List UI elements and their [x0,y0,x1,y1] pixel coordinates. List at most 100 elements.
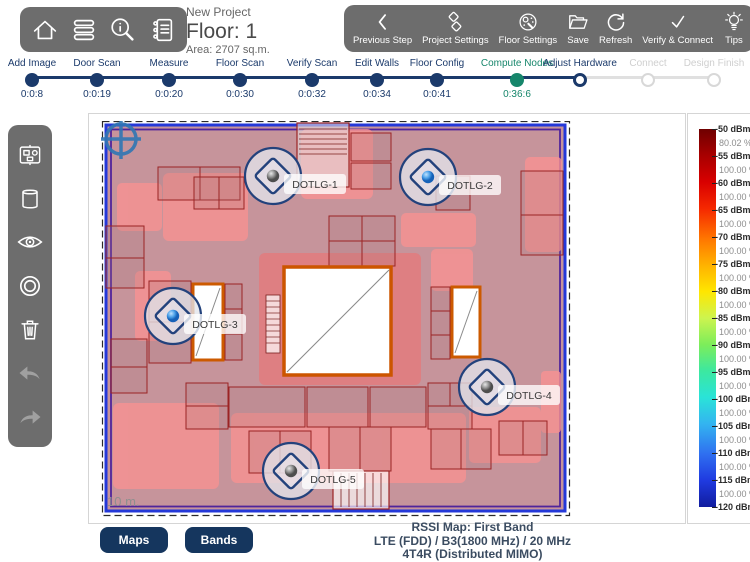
colorbar-tick [712,237,716,238]
colorbar-dbm-label: -80 dBm [715,286,750,296]
floor-title: Floor: 1 [186,19,258,43]
step-dot [90,73,104,87]
crosshair-icon[interactable] [101,121,141,159]
check-icon [671,15,684,28]
step-label: Measure [149,58,189,69]
layers-icon[interactable] [69,15,99,45]
node-label-box [302,469,364,489]
colorbar-dbm-label: -95 dBm [715,367,750,377]
node-sphere-blue [421,170,435,184]
area-label: Area: 2707 sq.m. [186,43,270,56]
step-dot [162,73,176,87]
gear-wrench-icon [519,13,537,31]
colorbar-dbm-label: -70 dBm [715,232,750,242]
previous-step-button[interactable]: Previous Step [353,11,412,46]
cylinder-icon[interactable] [16,185,44,213]
home-icon[interactable] [30,15,60,45]
maps-button[interactable]: Maps [100,527,168,553]
colorbar-dbm-label: -65 dBm [715,205,750,215]
step-label: Adjust Hardware [543,58,617,69]
bands-button[interactable]: Bands [185,527,253,553]
step-adjust-hardware[interactable]: Adjust Hardware [532,58,628,101]
node-label-box [498,385,560,405]
step-time: 0:0:19 [83,89,111,100]
target-icon[interactable] [16,272,44,300]
step-add-image[interactable]: Add Image 0:0:8 [0,58,80,101]
verify-connect-button[interactable]: Verify & Connect [642,11,713,46]
action-toolbar: Previous Step Project Settings Floor Set… [344,5,750,52]
step-connect[interactable]: Connect [600,58,696,101]
undo-icon[interactable] [16,359,44,387]
colorbar-pct-label: 100.00 % [719,380,750,391]
step-label: Compute Nodes [480,58,554,69]
bulb-icon [725,11,743,31]
step-label: Floor Scan [215,58,265,69]
trash-icon[interactable] [16,316,44,344]
rssi-colorbar-gradient [699,129,716,507]
colorbar-pct-label: 100.00 % [719,299,750,310]
step-label: Verify Scan [286,58,338,69]
colorbar-tick [712,372,716,373]
colorbar-tick [712,291,716,292]
notebook-icon[interactable] [147,15,177,45]
colorbar-dbm-label: -55 dBm [715,151,750,161]
scale-label: 10 m. [107,494,140,509]
step-time: 0:0:8 [20,89,44,100]
search-info-icon[interactable] [108,15,138,45]
eye-icon[interactable] [16,228,44,256]
node-label: DOTLG-4 [506,390,552,402]
antenna-node-dotlg-2[interactable]: DOTLG-2 [398,147,501,207]
colorbar-tick [712,210,716,211]
folder-icon [569,15,588,29]
node-label: DOTLG-1 [292,179,338,191]
step-label: Edit Walls [354,58,400,69]
refresh-button[interactable]: Refresh [599,11,632,46]
colorbar-dbm-label: -90 dBm [715,340,750,350]
colorbar-dbm-label: -100 dBm [715,394,750,404]
project-name: New Project [186,5,251,19]
colorbar-tick [712,129,716,130]
tips-button[interactable]: Tips [723,11,745,46]
main-nav-group [20,7,187,52]
floor-settings-button[interactable]: Floor Settings [499,11,557,46]
colorbar-dbm-label: -75 dBm [715,259,750,269]
step-label: Design Finish [683,58,745,69]
step-dot [707,73,721,87]
colorbar-pct-label: 100.00 % [719,191,750,202]
antenna-node-dotlg-3[interactable]: DOTLG-3 [143,286,246,346]
colorbar-dbm-label: -60 dBm [715,178,750,188]
node-sphere-blue [166,309,180,323]
edit-tools-sidebar [8,125,52,447]
redo-icon[interactable] [16,403,44,431]
project-settings-button[interactable]: Project Settings [422,11,489,46]
step-label: Add Image [7,58,57,69]
step-design-finish[interactable]: Design Finish [666,58,750,101]
rssi-line-1: RSSI Map: First Band [411,520,534,534]
colorbar-dbm-label: -120 dBm [715,502,750,512]
colorbar-tick [712,507,716,508]
schematic-icon[interactable] [16,141,44,169]
antenna-node-dotlg-1[interactable]: DOTLG-1 [243,146,346,206]
courtyard [282,265,393,377]
step-door-scan[interactable]: Door Scan 0:0:19 [49,58,145,101]
antenna-node-dotlg-5[interactable]: DOTLG-5 [261,441,364,501]
step-label: Door Scan [73,58,121,69]
antenna-node-dotlg-4[interactable]: DOTLG-4 [457,357,560,417]
colorbar-dbm-label: -115 dBm [715,475,750,485]
colorbar-pct-label: 100.00 % [719,245,750,256]
colorbar-tick [712,399,716,400]
links-icon [449,11,462,32]
step-dot [430,73,444,87]
save-button[interactable]: Save [567,11,589,46]
title-block: New Project Floor: 1 Area: 2707 sq.m. [186,5,270,57]
